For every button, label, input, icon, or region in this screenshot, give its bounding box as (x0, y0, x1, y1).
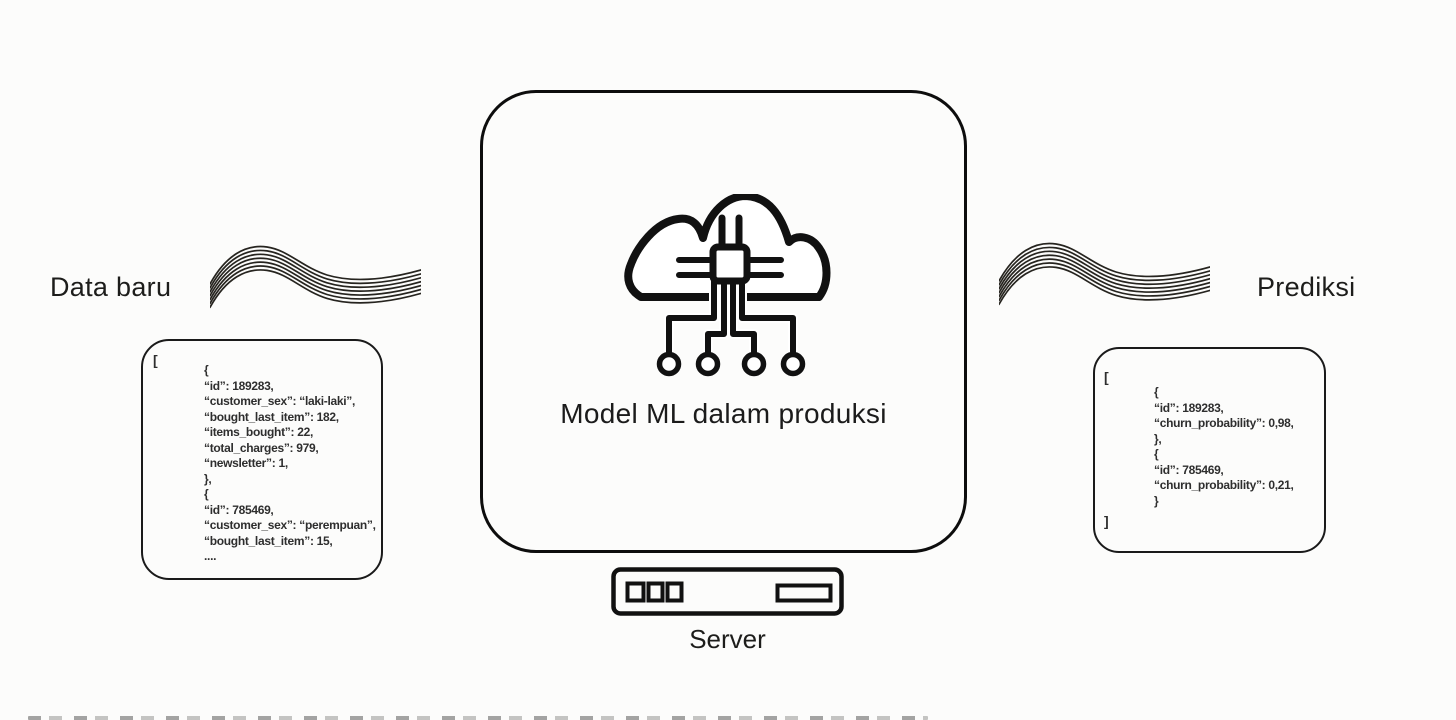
input-json-card: [ { “id”: 189283, “customer_sex”: “laki-… (141, 339, 383, 580)
flow-wave-left-icon (210, 245, 421, 309)
output-json-close-bracket: ] (1104, 513, 1109, 529)
output-json-card: [ { “id”: 189283, “churn_probability”: 0… (1093, 347, 1326, 553)
model-production-label: Model ML dalam produksi (560, 398, 887, 429)
prediksi-label: Prediksi (1257, 272, 1356, 302)
output-json-open-bracket: [ (1104, 369, 1109, 385)
input-json-open-bracket: [ (153, 352, 158, 368)
model-production-box: Model ML dalam produksi (480, 90, 967, 553)
output-json-lines: { “id”: 189283, “churn_probability”: 0,9… (1154, 385, 1294, 508)
data-baru-label: Data baru (50, 272, 172, 302)
input-json-lines: { “id”: 189283, “customer_sex”: “laki-la… (204, 363, 376, 563)
flow-wave-right-icon (999, 242, 1210, 306)
cut-off-text-fringe (28, 716, 928, 720)
server-label: Server (689, 624, 766, 654)
server-icon (611, 567, 844, 616)
cloud-ml-chip-icon (624, 194, 831, 377)
